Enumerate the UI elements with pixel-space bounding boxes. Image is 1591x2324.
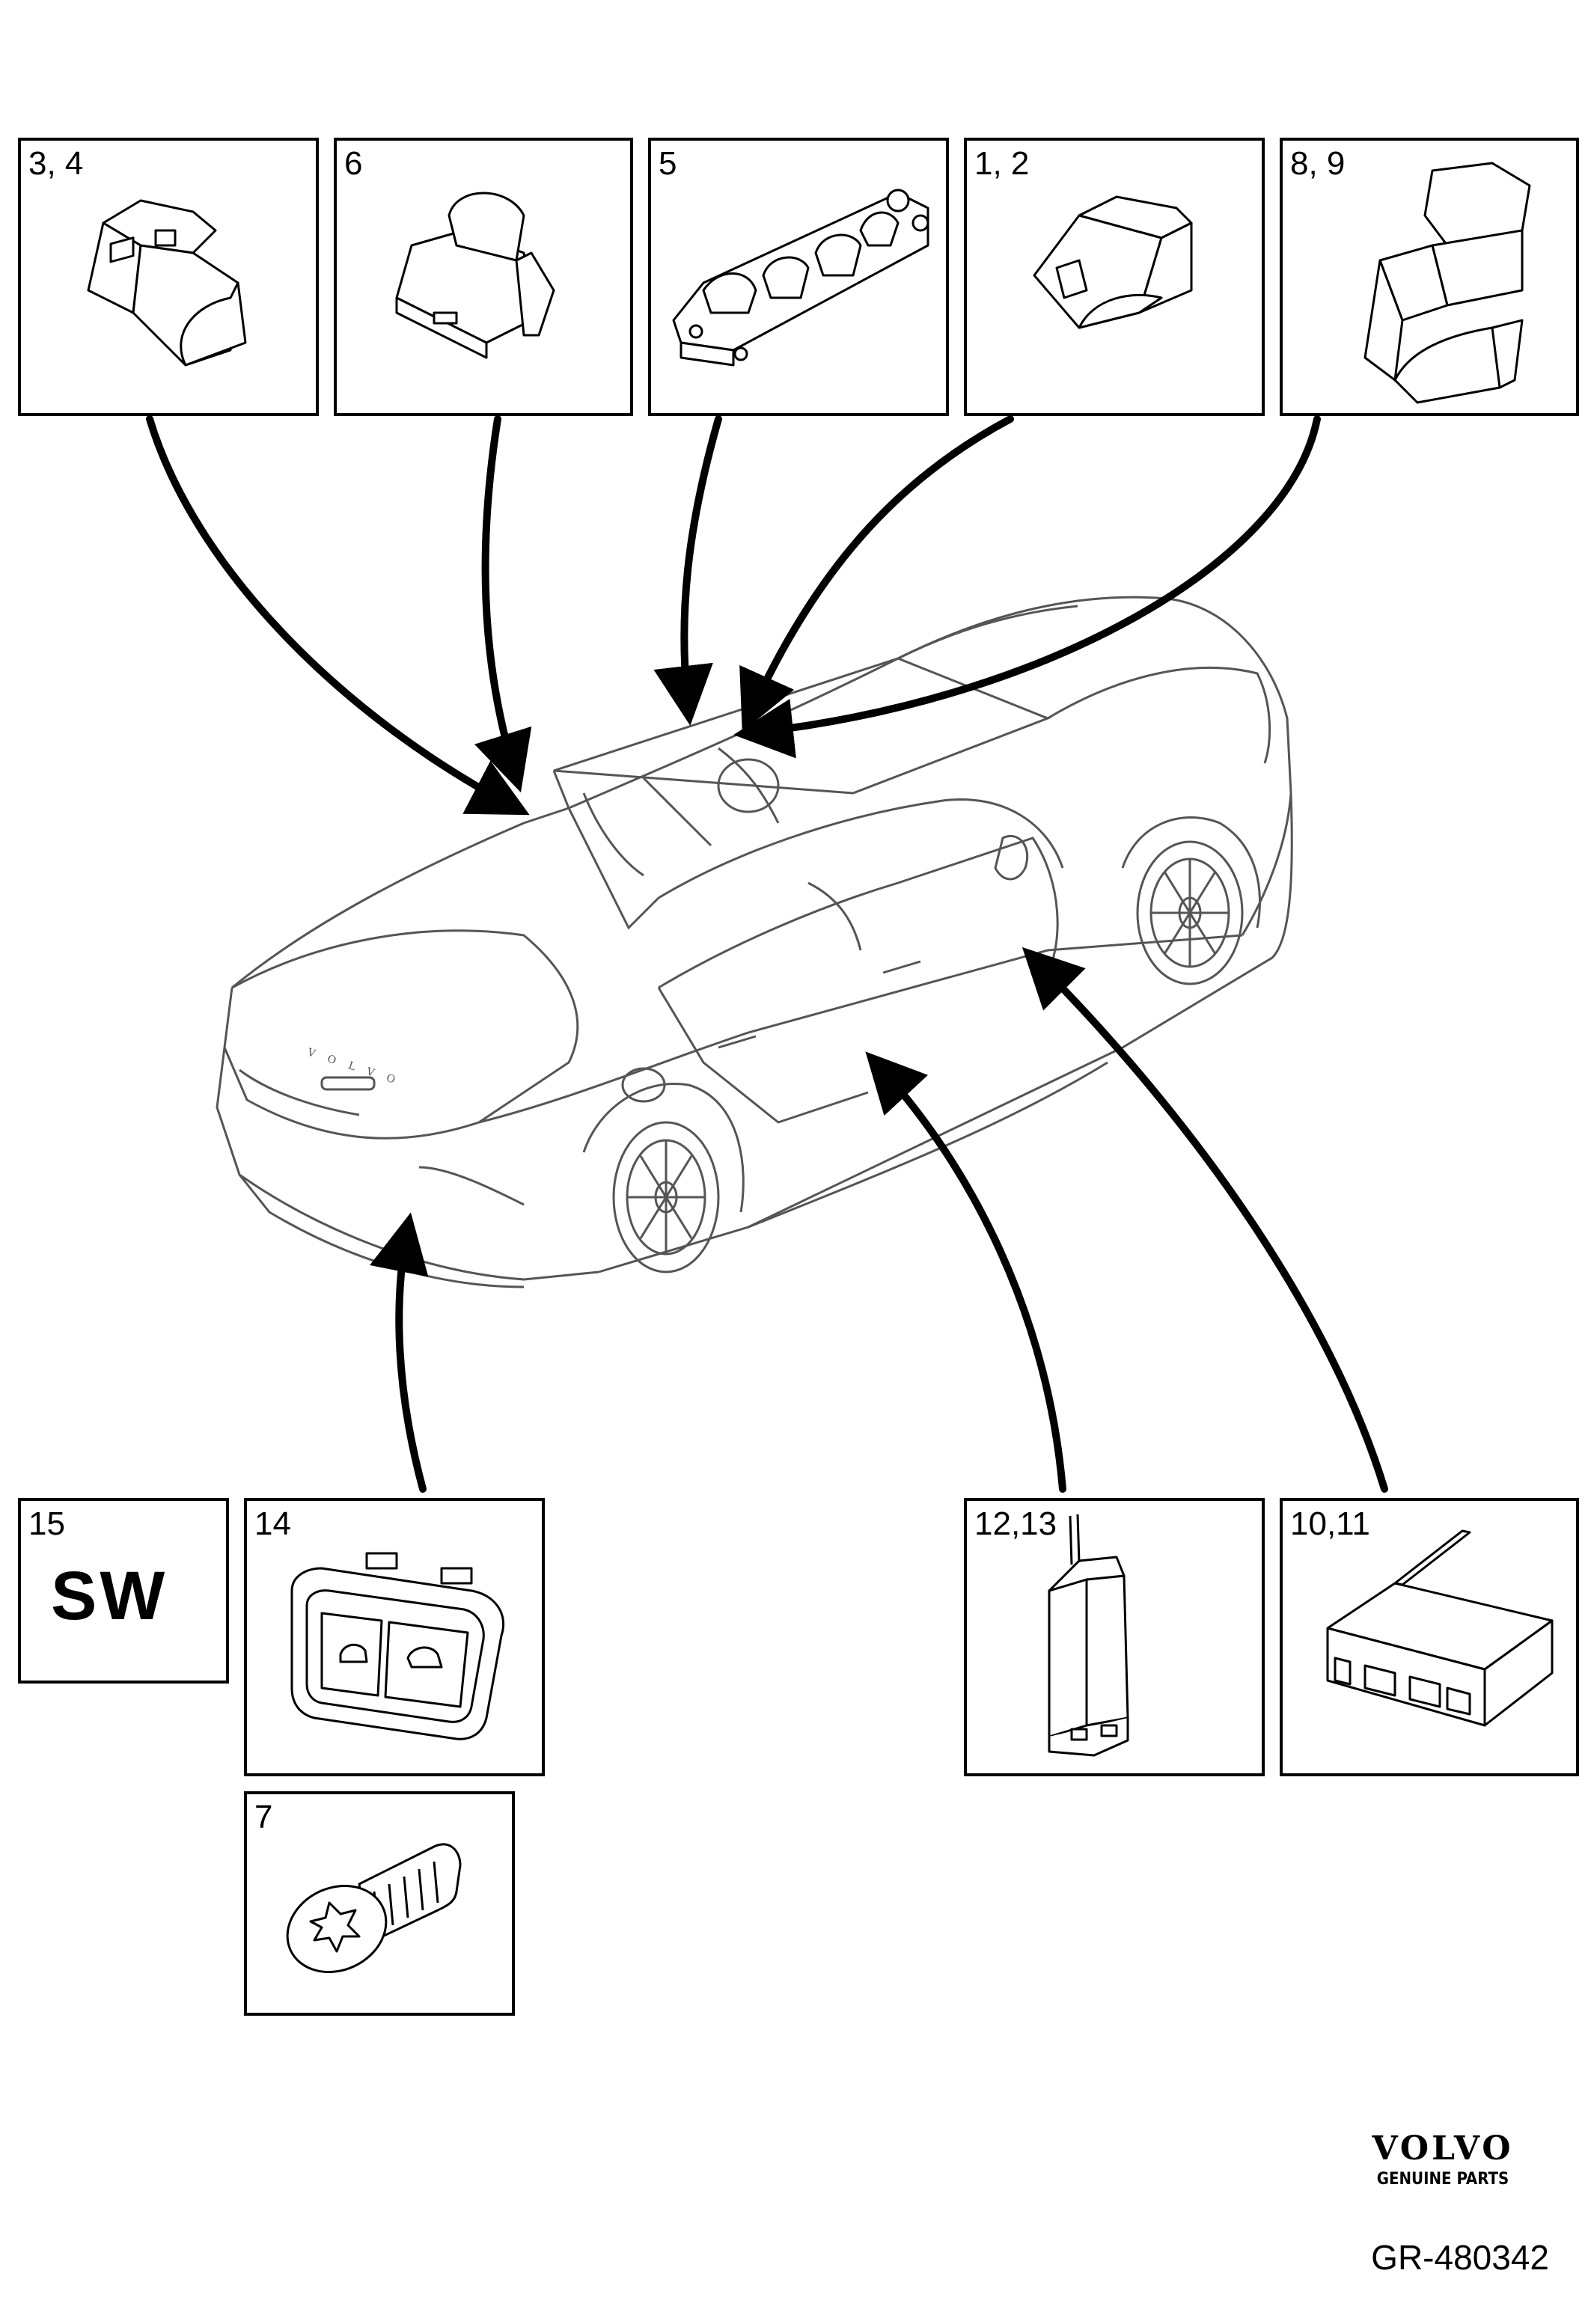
reference-number: GR-480342 [1371,2238,1549,2277]
arrow-1-2 [739,415,1014,733]
window-switch-icon [1033,195,1193,329]
callout-box-6: 6 [334,138,633,416]
control-module-icon [1326,1529,1554,1727]
control-module-icon [1048,1514,1129,1757]
callout-box-5: 5 [648,138,949,416]
leader-arrows [146,415,1388,1493]
wheels [582,816,1261,1273]
arrow-3-4 [146,415,530,816]
callout-box-14: 14 [244,1498,545,1776]
car-body [216,596,1293,1288]
callout-box-12-13: 12,13 [964,1498,1265,1776]
torx-screw-icon [286,1843,462,1974]
callout-label: 8, 9 [1290,145,1346,182]
arrow-5 [653,415,722,726]
callout-label: 1, 2 [974,145,1030,182]
trunk-switch-icon [290,1552,505,1740]
arrow-6 [474,415,532,793]
callout-label: 3, 4 [28,145,84,182]
arrow-12-13 [865,1051,1066,1493]
single-switch-icon [395,192,555,359]
callout-box-7: 7 [244,1791,515,2016]
callout-box-1-2: 1, 2 [964,138,1265,416]
brand-subtitle: GENUINE PARTS [1376,2170,1509,2189]
callout-box-15: 15 SW [18,1498,229,1684]
callout-label: 7 [254,1799,273,1835]
driver-door-switch-panel-icon [672,189,929,367]
callout-box-8-9: 8, 9 [1280,138,1579,416]
callout-label: 14 [254,1505,291,1542]
arrow-8-9 [733,415,1321,759]
callout-box-3-4: 3, 4 [18,138,319,416]
arrow-14 [370,1212,429,1493]
dual-switch-icon [1364,162,1531,404]
software-label: SW [51,1558,168,1634]
callout-label: 5 [659,145,677,182]
window-switch-icon [87,199,247,367]
brand-logo: VOLVO [1372,2129,1514,2168]
callout-label: 6 [344,145,363,182]
arrow-10-11 [1022,947,1388,1493]
callout-label: 10,11 [1290,1505,1370,1542]
callout-label: 12,13 [974,1505,1057,1542]
callout-box-10-11: 10,11 [1280,1498,1579,1776]
callout-label: 15 [28,1505,65,1542]
